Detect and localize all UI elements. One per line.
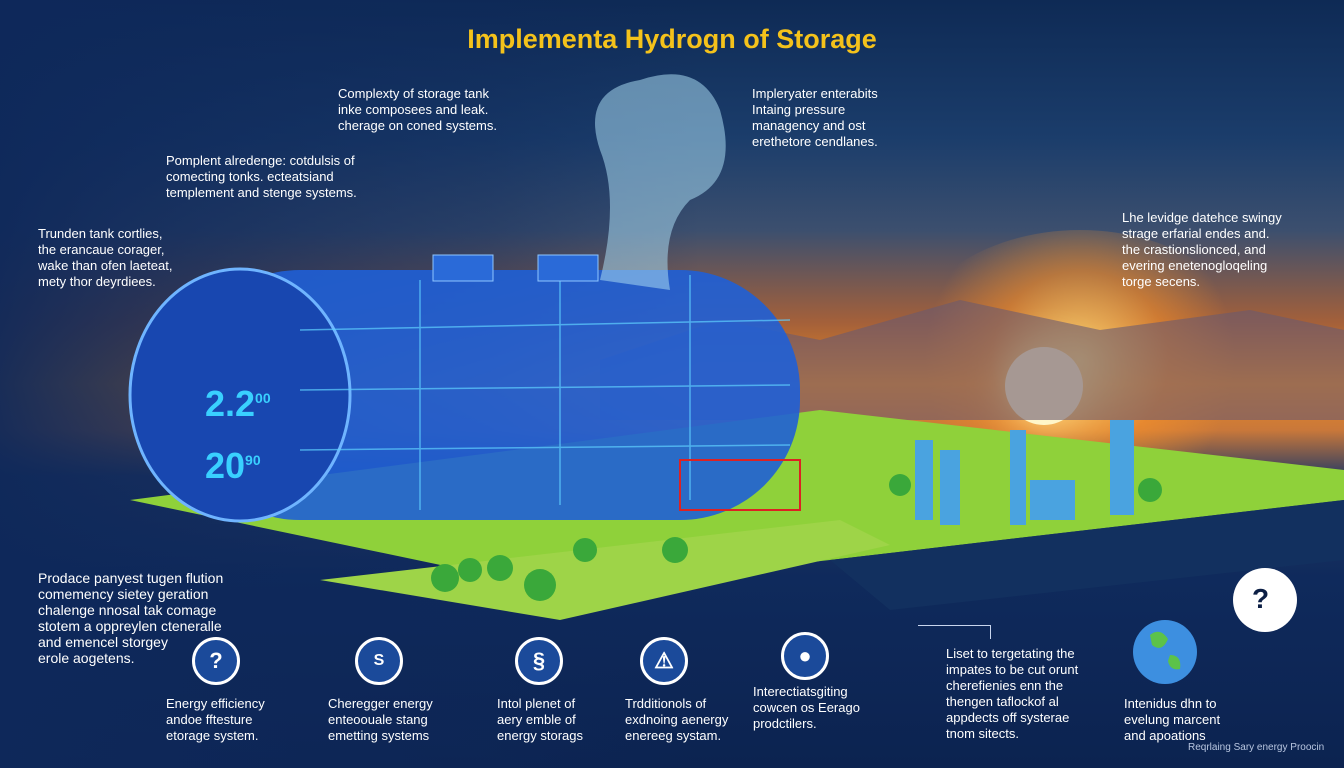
tank-end (128, 267, 352, 523)
callout-line: managency and ost (752, 118, 866, 133)
help-bubble (1233, 568, 1297, 632)
label-line: enereeg systam. (625, 728, 722, 743)
trees (431, 474, 1162, 601)
callout-line: thengen taflockof al (946, 694, 1059, 709)
label-line: Intol plenet of (497, 696, 576, 711)
label-line: Interectiatsgiting (753, 684, 848, 699)
callout-line: comecting tonks. ecteatsiand (166, 169, 334, 184)
callout-line: and emencel storgey (38, 634, 168, 650)
callout-line: impates to be cut orunt (946, 662, 1079, 677)
help-question-mark: ? (1252, 583, 1270, 614)
warning-icon: ⚠ (640, 637, 688, 685)
callout-line: strage erfarial endes and. (1122, 226, 1270, 241)
callout-line: erethetore cendlanes. (752, 134, 878, 149)
label-line: exdnoing aenergy (625, 712, 729, 727)
readout-value-1: 2.2 (205, 383, 256, 424)
callout-line: the erancaue corager, (38, 242, 165, 257)
callout-line: appdects off systerae (946, 710, 1070, 725)
connector-line (990, 625, 991, 639)
callout-line: Complexty of storage tank (338, 86, 490, 101)
label-line: cowcen os Eerago (753, 700, 860, 715)
ground-lower (320, 520, 890, 620)
tank-readout: 2.200 2090 (205, 370, 271, 494)
callout-line: Lhe levidge datehce swingy (1122, 210, 1282, 225)
globe-icon (1133, 620, 1197, 684)
label-line: prodctilers. (753, 716, 817, 731)
label-line: Energy efficiency (166, 696, 265, 711)
footer-credit: Reqrlaing Sary energy Proocin (1188, 742, 1325, 753)
callout-line: erole aogetens. (38, 650, 135, 666)
callout-line: torge secens. (1122, 274, 1201, 289)
callout-line: evering enetenogloqeling (1122, 258, 1268, 273)
tank-circuitry (299, 275, 791, 510)
callout-line: Intaing pressure (752, 102, 846, 117)
label-line: emetting systems (328, 728, 430, 743)
label-line: evelung marcent (1124, 712, 1221, 727)
gauge-icon: § (515, 637, 563, 685)
callout-line: mety thor deyrdiees. (38, 274, 156, 289)
readout-value-2: 20 (205, 445, 246, 486)
callout-line: cherage on coned systems. (338, 118, 497, 133)
callout-line: Pomplent alredenge: cotdulsis of (166, 153, 355, 168)
label-line: andoe fftesture (166, 712, 253, 727)
callout-line: wake than ofen laeteat, (38, 258, 173, 273)
readout-sup-1: 00 (255, 390, 271, 406)
page-title: Implementa Hydrogn of Storage (467, 24, 877, 54)
callout-line: Prodace panyest tugen flution (38, 570, 224, 586)
callout-line: Trunden tank cortlies, (38, 226, 163, 241)
callout-line: tnom sitects. (946, 726, 1019, 741)
label-line: and apoations (1124, 728, 1206, 743)
callout-line: the crastionslionced, and (1122, 242, 1266, 257)
label-line: Cheregger energy (328, 696, 433, 711)
label-line: enteoouale stang (328, 712, 428, 727)
question-icon: ? (192, 637, 240, 685)
label-line: energy storags (497, 728, 583, 743)
callout-line: inke composees and leak. (338, 102, 489, 117)
tank-valve-1 (432, 254, 494, 282)
callout-line: templement and stenge systems. (166, 185, 357, 200)
label-line: Trdditionols of (625, 696, 707, 711)
callout-line: Liset to tergetating the (946, 646, 1075, 661)
callout-left: Trunden tank cortlies,the erancaue corag… (38, 226, 172, 290)
pipe-framework (679, 459, 801, 511)
tank-valve-2 (537, 254, 599, 282)
callout-line: chalenge nnosal tak comage (38, 602, 217, 618)
callout-line: stotem a oppreylen cteneralle (38, 618, 222, 634)
hydrogen-plume (595, 74, 726, 291)
readout-sup-2: 90 (245, 452, 261, 468)
label-line: Intenidus dhn to (1124, 696, 1217, 711)
location-pin-icon: ● (781, 632, 829, 680)
dollar-icon: S (355, 637, 403, 685)
connector-line (918, 625, 990, 626)
ground-side (830, 500, 1344, 610)
callout-line: cherefienies enn the (946, 678, 1064, 693)
label-line: etorage system. (166, 728, 259, 743)
label-line: aery emble of (497, 712, 576, 727)
callout-line: Impleryater enterabits (752, 86, 878, 101)
callout-line: comemency sietey geration (38, 586, 209, 602)
city-buildings (915, 420, 1134, 525)
